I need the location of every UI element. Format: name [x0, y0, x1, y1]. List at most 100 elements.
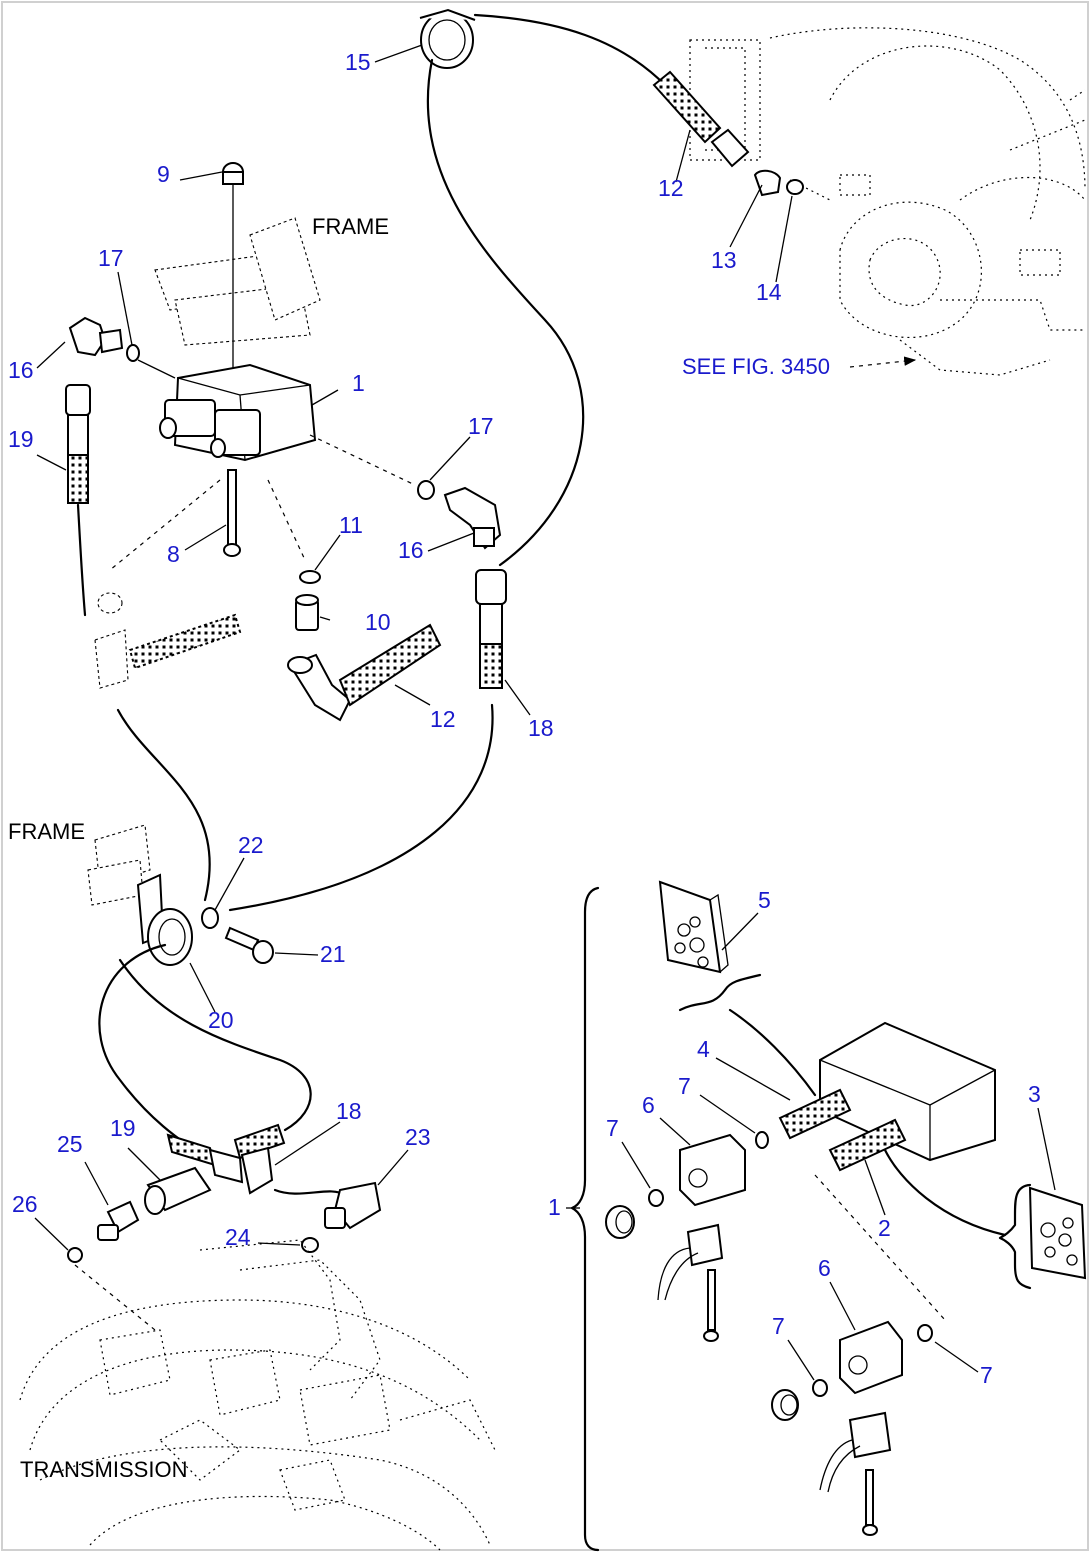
- hose-18-right: [228, 569, 507, 912]
- callout-7-d: 7: [980, 1362, 993, 1388]
- detail-wire-5: [728, 1008, 817, 1097]
- leader-26-trans: [74, 1264, 156, 1331]
- fitting-14: [786, 179, 804, 195]
- callout-6-upper: 6: [642, 1092, 655, 1118]
- callout-16-left: 16: [8, 357, 34, 383]
- callout-17-left: 17: [98, 245, 124, 271]
- bolt-21: [224, 926, 274, 964]
- washer-22: [201, 907, 219, 929]
- callout-4: 4: [697, 1036, 710, 1062]
- rod-2: [828, 1118, 907, 1172]
- elbow-16-right: [443, 486, 502, 550]
- hose-19-lower: [144, 1133, 244, 1215]
- leader-valve-17: [309, 434, 416, 486]
- label-transmission: TRANSMISSION: [20, 1457, 187, 1482]
- adapter-10: [295, 594, 319, 631]
- ring-7-c: [917, 1324, 933, 1342]
- hose-19-left: [65, 384, 91, 617]
- callout-21: 21: [320, 941, 346, 967]
- callout-26: 26: [12, 1191, 38, 1217]
- callout-7-a: 7: [678, 1073, 691, 1099]
- callout-12-top: 12: [658, 175, 684, 201]
- engine-housing-ghost: [689, 27, 1086, 376]
- label-frame-top: FRAME: [312, 214, 389, 239]
- hose-12-mid: [287, 623, 442, 722]
- callout-22: 22: [238, 832, 264, 858]
- callout-11: 11: [339, 512, 363, 538]
- clamp-20: [136, 873, 193, 966]
- clamp-15: [419, 8, 476, 69]
- hose-loop-lower: [98, 943, 197, 1152]
- connector-3: [998, 1183, 1087, 1290]
- detail-valve-body: [819, 1021, 996, 1162]
- hose-line-to-20: [116, 708, 211, 902]
- label-frame-left: FRAME: [8, 819, 85, 844]
- label-see-fig: SEE FIG. 3450: [682, 354, 830, 379]
- coil-6-upper: [679, 1133, 746, 1207]
- elbow-16-left: [68, 316, 124, 357]
- callout-12-mid: 12: [430, 706, 456, 732]
- callout-24: 24: [225, 1224, 251, 1250]
- frame-left-ghost: [87, 824, 151, 906]
- callout-7-b: 7: [606, 1115, 619, 1141]
- plug-9: [222, 162, 244, 372]
- bolt-8: [223, 469, 241, 557]
- connector-5: [658, 880, 729, 974]
- ring-7-b: [648, 1189, 664, 1207]
- plug-connector-upper: [657, 1223, 724, 1342]
- callout-19-lower: 19: [110, 1115, 136, 1141]
- callout-9: 9: [157, 161, 170, 187]
- callout-10: 10: [365, 609, 391, 635]
- detail-break-top: [678, 973, 762, 1012]
- valve-block-1: [159, 363, 317, 462]
- callout-19-top: 19: [8, 426, 34, 452]
- nut-upper: [605, 1205, 635, 1239]
- detail-leader-rod2: [814, 1174, 946, 1321]
- frame-bracket-ghost: [154, 217, 321, 346]
- callout-15: 15: [345, 49, 371, 75]
- callout-6-lower: 6: [818, 1255, 831, 1281]
- hose-line-15-to-16: [426, 58, 585, 567]
- callout-16-right: 16: [398, 537, 424, 563]
- transmission-ghost: [19, 1239, 496, 1551]
- hose-12-top: [473, 13, 782, 197]
- fitting-25: [97, 1200, 140, 1241]
- callout-18-right: 18: [528, 715, 554, 741]
- callout-25: 25: [57, 1131, 83, 1157]
- callout-7-c: 7: [772, 1313, 785, 1339]
- callout-20: 20: [208, 1007, 234, 1033]
- washer-24: [301, 1237, 319, 1253]
- hose-loop-upper: [118, 958, 312, 1132]
- callout-1: 1: [352, 370, 365, 396]
- callout-18-lower: 18: [336, 1098, 362, 1124]
- detail-bracket: [570, 886, 600, 1552]
- leader-17-valve: [137, 359, 176, 379]
- see-fig-arrow: [849, 356, 917, 368]
- callout-13: 13: [711, 247, 737, 273]
- leader-valve-11: [267, 479, 306, 561]
- o-ring-17-right: [417, 480, 435, 500]
- ring-7-d: [812, 1379, 828, 1397]
- plug-connector-lower: [819, 1411, 892, 1536]
- o-ring-17-left: [126, 344, 140, 362]
- callout-5: 5: [758, 887, 771, 913]
- nut-lower: [771, 1389, 799, 1421]
- callout-2: 2: [878, 1215, 891, 1241]
- rod-4: [778, 1088, 852, 1140]
- ghost-hose-left: [94, 479, 242, 689]
- hose-18-lower: [233, 1123, 286, 1195]
- washer-26: [67, 1247, 83, 1263]
- callout-17-right: 17: [468, 413, 494, 439]
- detail-wire-3: [883, 1148, 1007, 1237]
- callout-14: 14: [756, 279, 782, 305]
- callout-1-detail: 1: [548, 1194, 561, 1220]
- coil-6-lower: [839, 1320, 903, 1395]
- hose-line-to-23: [273, 1188, 347, 1197]
- callout-3: 3: [1028, 1081, 1041, 1107]
- callout-23: 23: [405, 1124, 431, 1150]
- callout-8: 8: [167, 541, 180, 567]
- elbow-23: [324, 1181, 382, 1230]
- leader-lines: [34, 44, 1056, 1381]
